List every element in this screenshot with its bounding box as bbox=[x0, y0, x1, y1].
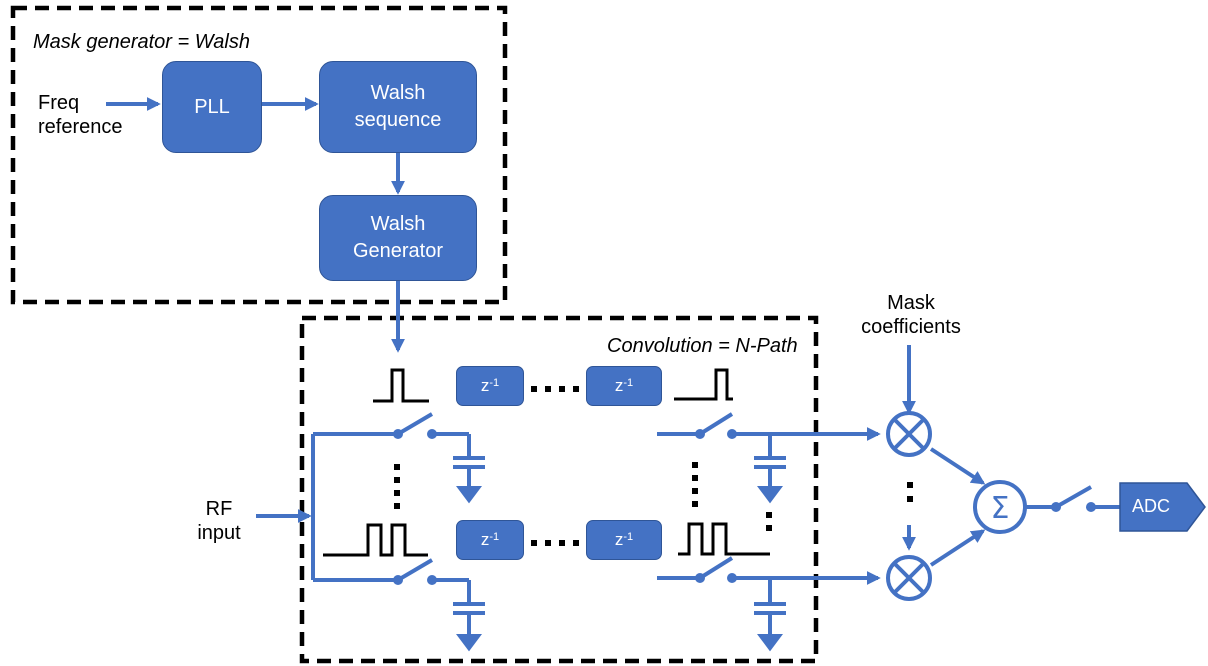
adc-block bbox=[1119, 482, 1206, 532]
delay-block-top-right: z-1 bbox=[586, 366, 662, 406]
adc-label: ADC bbox=[1132, 496, 1171, 516]
left-top-switch bbox=[396, 412, 434, 436]
mask-generator-boundary bbox=[10, 5, 508, 305]
pll-block: PLL bbox=[162, 61, 262, 153]
walsh-sequence-block: Walsh sequence bbox=[319, 61, 477, 153]
freq-reference-label: Freq reference bbox=[38, 92, 123, 138]
delay-block-bottom-left: z-1 bbox=[456, 520, 524, 560]
ellipsis-dots-bottom-row bbox=[531, 540, 579, 546]
mixer-top bbox=[886, 411, 932, 457]
ellipsis-dots-mixers bbox=[907, 482, 913, 502]
switch-contact bbox=[393, 429, 403, 439]
walsh-generator-block: Walsh Generator bbox=[319, 195, 477, 281]
ellipsis-dots-left-column bbox=[394, 464, 400, 509]
mask-generator-title: Mask generator = Walsh bbox=[33, 31, 250, 53]
ellipsis-dots-right-column bbox=[692, 462, 698, 507]
delay-block-top-left: z-1 bbox=[456, 366, 524, 406]
pulse-waveform-left-top bbox=[373, 368, 429, 403]
convolution-boundary bbox=[299, 315, 819, 664]
right-top-switch bbox=[698, 412, 734, 436]
summer-circle bbox=[973, 480, 1027, 534]
convolution-title: Convolution = N-Path bbox=[607, 335, 798, 357]
pulse-waveform-left-bottom bbox=[323, 523, 428, 557]
summer-symbol: Σ bbox=[991, 491, 1010, 526]
rf-input-label: RF input bbox=[197, 498, 241, 544]
mask-coefficients-label: Mask coefficients bbox=[861, 292, 961, 338]
delay-block-bottom-right: z-1 bbox=[586, 520, 662, 560]
ellipsis-dots-top-row bbox=[531, 386, 579, 392]
output-switch bbox=[1055, 485, 1092, 509]
mixer-bottom bbox=[886, 555, 932, 601]
mixer-top-to-sum bbox=[929, 447, 986, 485]
left-bottom-switch bbox=[396, 558, 434, 582]
mixer-bottom-to-sum bbox=[929, 529, 986, 567]
pulse-waveform-right-top bbox=[674, 368, 733, 401]
ellipsis-dots-right-mid bbox=[766, 512, 772, 531]
pulse-waveform-right-bottom bbox=[678, 522, 770, 556]
right-bottom-switch bbox=[698, 556, 734, 580]
capacitor-ground-group bbox=[453, 456, 786, 652]
